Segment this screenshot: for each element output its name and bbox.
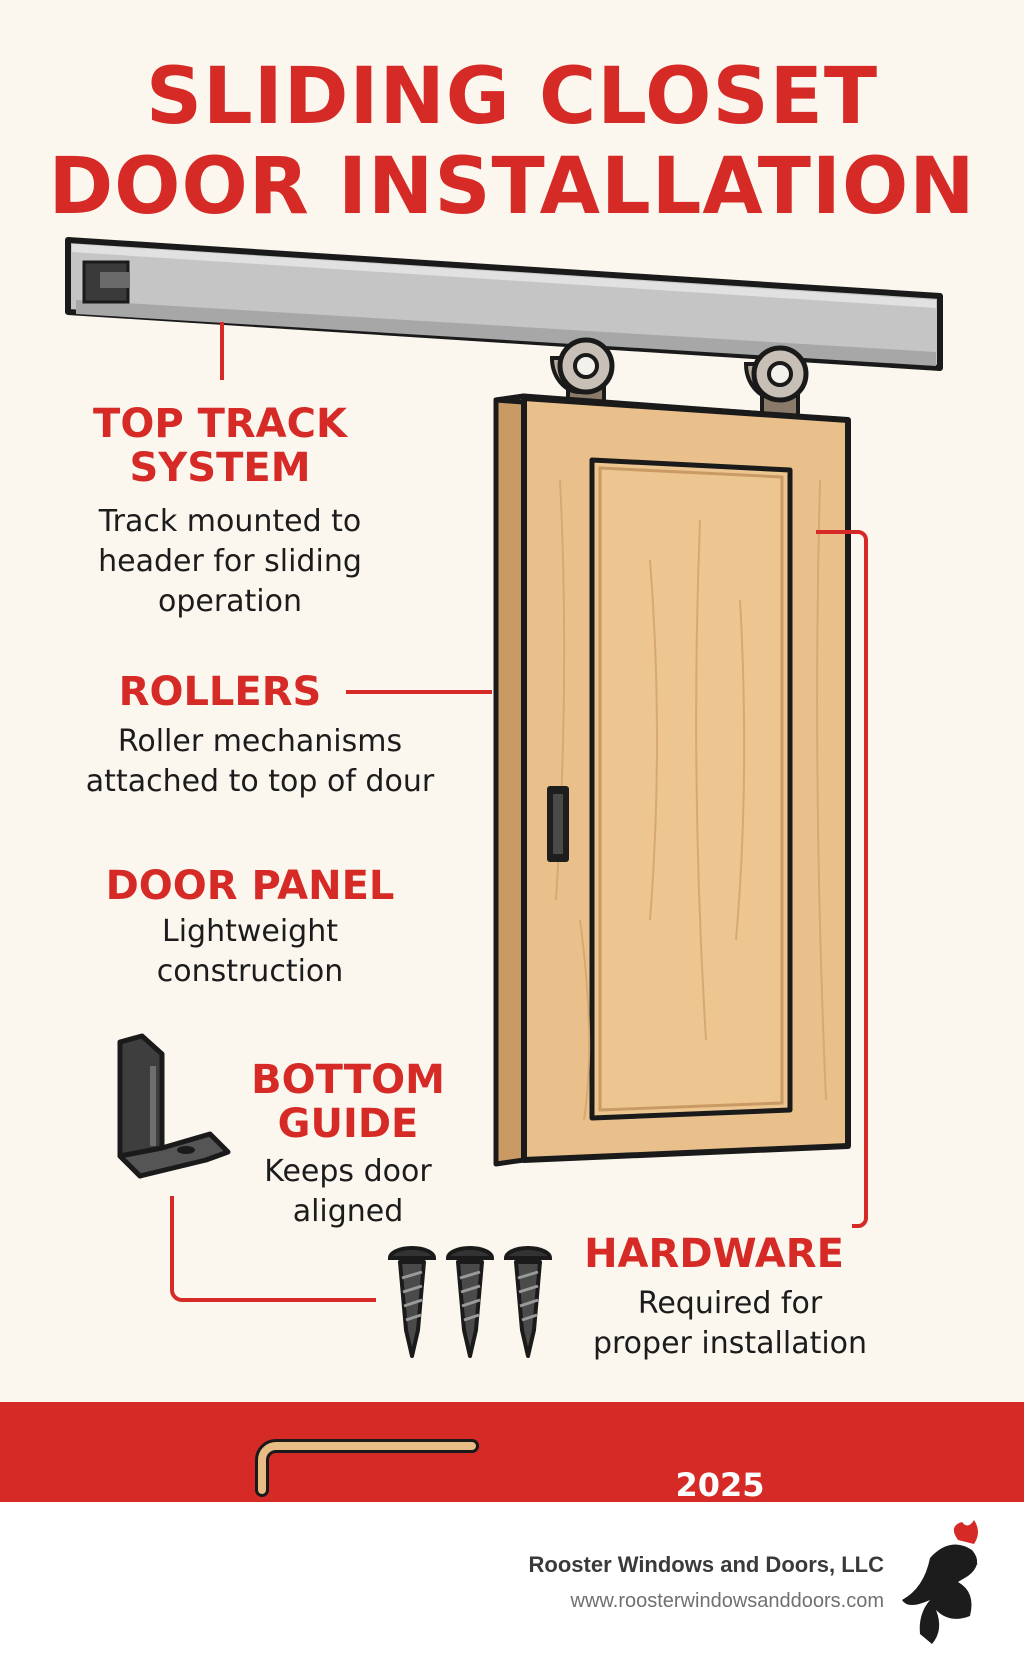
bottom-guide-heading-line2: GUIDE [277,1101,419,1147]
door-panel-desc-line1: Lightweight [161,914,338,949]
allen-key-icon [255,1439,479,1497]
bracket-icon [117,1033,231,1179]
rollers-desc-line1: Roller mechanisms [117,724,403,759]
top-track-desc-line3: operation [157,584,303,619]
bottom-guide-heading-line1: BOTTOM [251,1057,445,1103]
track-icon [65,237,943,371]
hardware-heading: HARDWARE [584,1231,844,1277]
website-link[interactable]: www.roosterwindowsanddoors.com [570,1590,884,1612]
door-panel-heading: DOOR PANEL [105,863,395,909]
screw-icon [387,1246,437,1358]
company-name: Rooster Windows and Doors, LLC [528,1552,884,1577]
leader-lines [170,322,868,1302]
hardware-desc-line2: proper installation [592,1326,868,1361]
top-track-heading-line2: SYSTEM [129,445,311,491]
rollers-heading: ROLLERS [118,669,322,715]
top-track-desc-line1: Track mounted to [98,504,362,539]
door-icon [493,393,851,1167]
screw-icon [503,1246,553,1358]
rollers-desc-line2: attached to top of dour [85,764,435,799]
hardware-desc-line1: Required for [637,1286,823,1321]
footer-white [0,1502,1024,1666]
footer-band [0,1402,1024,1502]
screw-icon [445,1246,495,1358]
top-track-desc-line2: header for sliding [98,544,362,579]
rooster-logo-icon [902,1520,978,1644]
bottom-guide-desc-line1: Keeps door [264,1154,432,1189]
roller-icon [743,345,809,424]
top-track-heading-line1: TOP TRACK [93,401,347,447]
page-title-line1: SLIDING CLOSET [145,52,879,142]
page-title-line2: DOOR INSTALLATION [48,142,976,232]
door-panel-desc-line2: construction [156,954,344,989]
footer-year: 2025 [675,1466,765,1504]
bottom-guide-desc-line2: aligned [292,1194,404,1229]
